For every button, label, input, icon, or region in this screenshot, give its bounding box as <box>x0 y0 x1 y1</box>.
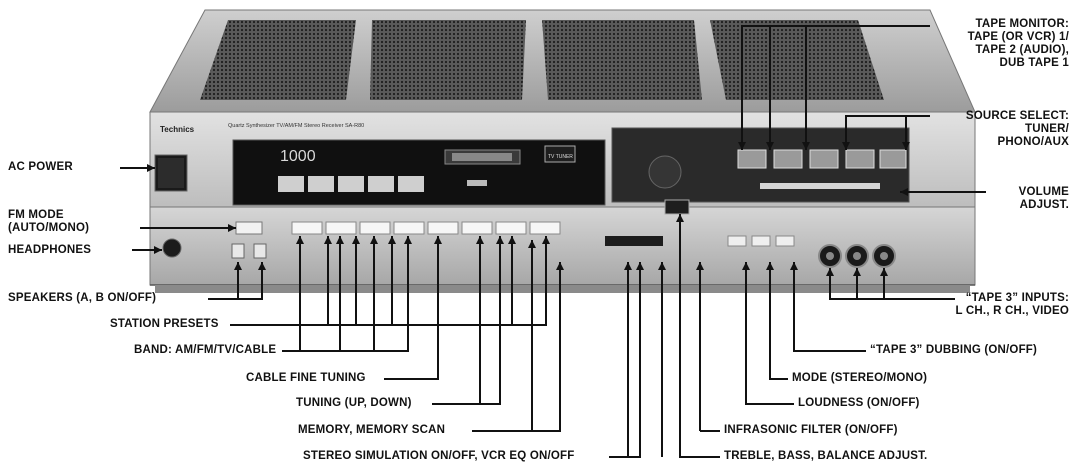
label-tape-monitor-line3: TAPE 2 (AUDIO), <box>975 44 1069 56</box>
tone-switches <box>727 235 795 247</box>
label-volume-line2: ADJUST. <box>1019 199 1069 211</box>
label-tape3-inputs-line1: “TAPE 3” INPUTS: <box>965 292 1069 304</box>
label-band: BAND: AM/FM/TV/CABLE <box>134 344 277 356</box>
label-source-select-line3: PHONO/AUX <box>997 136 1069 148</box>
headphone-jack <box>162 238 182 258</box>
speaker-switch-b <box>253 243 267 259</box>
label-tape3-inputs-line2: L CH., R CH., VIDEO <box>955 305 1069 317</box>
display-window <box>232 139 606 206</box>
label-source-select-line1: SOURCE SELECT: <box>965 110 1069 122</box>
label-tape-monitor-line4: DUB TAPE 1 <box>999 57 1069 69</box>
vent-grille-4 <box>710 20 884 100</box>
label-station-presets: STATION PRESETS <box>110 318 219 330</box>
lower-panel <box>149 206 976 286</box>
label-loudness: LOUDNESS (ON/OFF) <box>798 397 920 409</box>
label-treble-bass: TREBLE, BASS, BALANCE ADJUST. <box>724 450 928 462</box>
source-button-4 <box>845 149 875 169</box>
source-button-5 <box>879 149 907 169</box>
svg-text:TV TUNER: TV TUNER <box>548 154 573 160</box>
callout-arrowheads <box>147 142 910 276</box>
fm-mode-button <box>235 221 263 235</box>
label-speakers: SPEAKERS (A, B ON/OFF) <box>8 292 157 304</box>
label-fm-mode-line2: (AUTO/MONO) <box>8 222 90 234</box>
label-source-select-line2: TUNER/ <box>1024 123 1069 135</box>
label-headphones: HEADPHONES <box>8 244 92 256</box>
display-button-4 <box>368 176 394 192</box>
lower-button-row <box>291 221 561 235</box>
label-tape-monitor-line1: TAPE MONITOR: <box>975 18 1069 30</box>
display-button-5 <box>398 176 424 192</box>
label-fm-mode: FM MODE (AUTO/MONO) <box>8 209 89 235</box>
label-memory: MEMORY, MEMORY SCAN <box>298 424 446 436</box>
label-source-select: SOURCE SELECT: TUNER/ PHONO/AUX <box>966 110 1069 149</box>
label-stereo-simulation: STEREO SIMULATION ON/OFF, VCR EQ ON/OFF <box>303 450 575 462</box>
display-button-1 <box>278 176 304 192</box>
volume-knob-area <box>648 155 682 189</box>
vent-grille-2 <box>370 20 526 100</box>
source-button-2 <box>773 149 803 169</box>
brand-logo: Technics <box>160 125 195 134</box>
label-volume-line1: VOLUME <box>1018 186 1069 198</box>
source-button-1 <box>737 149 767 169</box>
display-button-3 <box>338 176 364 192</box>
vent-grille-3 <box>542 20 702 100</box>
label-tuning: TUNING (UP, DOWN) <box>296 397 412 409</box>
volume-bar <box>760 183 880 189</box>
label-fm-mode-line1: FM MODE <box>8 209 64 221</box>
speaker-switch-a <box>231 243 245 259</box>
tv-tuner-badge <box>544 145 576 163</box>
label-infrasonic: INFRASONIC FILTER (ON/OFF) <box>724 424 898 436</box>
label-tape-monitor: TAPE MONITOR: TAPE (OR VCR) 1/ TAPE 2 (A… <box>968 18 1069 70</box>
label-mode: MODE (STEREO/MONO) <box>792 372 928 384</box>
label-volume-adjust: VOLUME ADJUST. <box>1019 186 1069 212</box>
source-button-3 <box>809 149 839 169</box>
model-name: Quartz Synthesizer TV/AM/FM Stereo Recei… <box>228 123 364 129</box>
display-button-2 <box>308 176 334 192</box>
frequency-readout: 1000 <box>280 148 316 165</box>
label-tape3-inputs: “TAPE 3” INPUTS: L CH., R CH., VIDEO <box>956 292 1070 318</box>
callout-lines <box>120 25 986 458</box>
label-cable-fine-tuning: CABLE FINE TUNING <box>246 372 366 384</box>
label-ac-power: AC POWER <box>8 161 73 173</box>
label-tape-monitor-line2: TAPE (OR VCR) 1/ <box>967 31 1069 43</box>
vent-grille-1 <box>200 20 356 100</box>
label-tape3-dubbing: “TAPE 3” DUBBING (ON/OFF) <box>870 344 1038 356</box>
stereo-sim-buttons <box>605 236 663 246</box>
